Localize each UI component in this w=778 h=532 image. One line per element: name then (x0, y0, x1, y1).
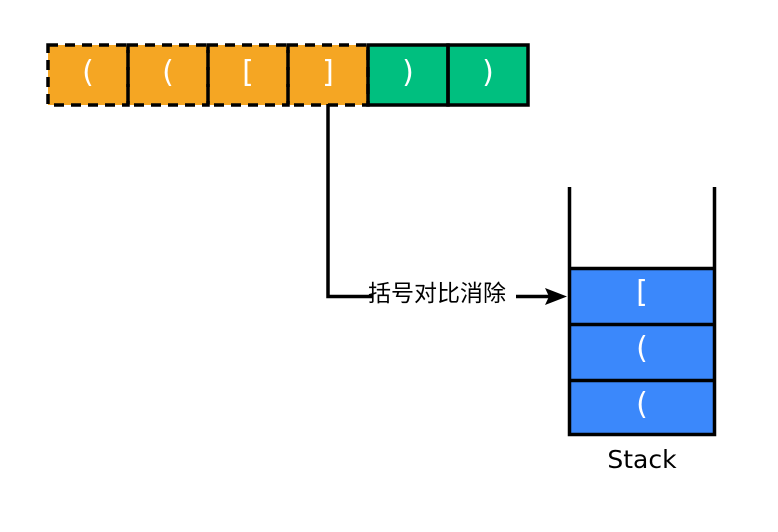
stack-cell-0-symbol: [ (636, 275, 648, 310)
sequence-cell-1-symbol: ( (162, 55, 174, 90)
stack-cell-2: ( (568, 379, 716, 435)
sequence-cell-3: ] (288, 45, 368, 105)
sequence-cell-3-symbol: ] (322, 55, 334, 90)
sequence-cell-2: [ (208, 45, 288, 105)
stack-cell-0: [ (568, 267, 716, 323)
sequence-cell-0: ( (48, 45, 128, 105)
sequence-cell-4-symbol: ) (402, 55, 414, 90)
stack-cell-1: ( (568, 323, 716, 379)
sequence-cell-1: ( (128, 45, 208, 105)
stack-cell-2-symbol: ( (636, 387, 648, 422)
sequence-cell-5-symbol: ) (482, 55, 494, 90)
arrowhead-icon (545, 288, 567, 305)
sequence-cell-5: ) (448, 45, 528, 105)
sequence-cell-0-symbol: ( (82, 55, 94, 90)
sequence-cell-4: ) (368, 45, 448, 105)
stack-cell-1-symbol: ( (636, 331, 648, 366)
elimination-connector (326, 104, 567, 305)
stack-caption: Stack (607, 445, 677, 474)
sequence-cell-2-symbol: [ (242, 55, 254, 90)
elimination-label: 括号对比消除 (368, 281, 506, 307)
